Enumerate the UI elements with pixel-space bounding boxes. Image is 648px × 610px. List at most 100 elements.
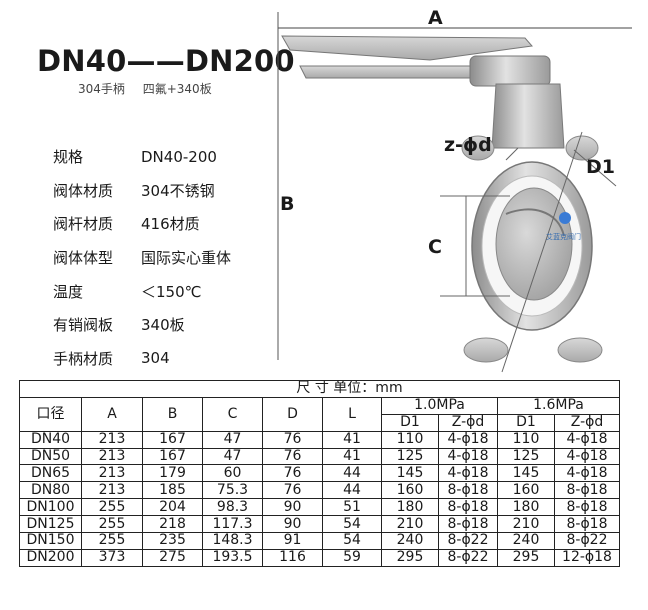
table-cell: 218 [142, 515, 203, 534]
table-cell: 4-ϕ18 [554, 447, 620, 466]
table-cell: 210 [497, 515, 555, 534]
spec-list: 规格 DN40-200 阀体材质 304不锈钢 阀杆材质 416材质 阀体体型 … [53, 140, 231, 375]
spec-row: 阀杆材质 416材质 [53, 207, 231, 241]
caliber-cell: DN125 [19, 515, 82, 534]
table-cell: 117.3 [202, 515, 263, 534]
dim-label-d1: D1 [586, 156, 615, 178]
table-cell: 185 [142, 481, 203, 500]
header-l: L [322, 396, 382, 432]
table-cell: 47 [202, 430, 263, 449]
table-cell: 75.3 [202, 481, 263, 500]
spec-label: 阀体体型 [53, 249, 114, 268]
table-cell: 240 [381, 532, 439, 550]
header-pressure-1: 1.0MPa [381, 396, 498, 415]
spec-value: 304不锈钢 [141, 181, 215, 200]
dim-label-a: A [428, 7, 443, 29]
table-cell: 193.5 [202, 548, 263, 567]
header-c: C [202, 396, 263, 432]
header-pressure-2: 1.6MPa [497, 396, 620, 415]
table-cell: 145 [381, 464, 439, 483]
watermark-text: 艾蓝克阀门 [546, 233, 581, 241]
table-cell: 8-ϕ18 [438, 515, 498, 534]
spec-row: 阀体体型 国际实心重体 [53, 241, 231, 275]
caliber-cell: DN100 [19, 498, 82, 517]
table-cell: 204 [142, 498, 203, 517]
table-cell: 167 [142, 430, 203, 449]
table-cell: 110 [381, 430, 439, 449]
watermark-drop-icon [559, 212, 571, 224]
table-cell: 275 [142, 548, 203, 567]
table-cell: 4-ϕ18 [438, 464, 498, 483]
table-cell: 44 [322, 464, 382, 483]
table-cell: 373 [81, 548, 143, 567]
spec-value: 国际实心重体 [141, 249, 232, 268]
dim-label-zd: z-ϕd [444, 134, 492, 156]
spec-label: 有销阀板 [53, 316, 114, 335]
table-cell: 8-ϕ18 [438, 481, 498, 500]
table-cell: 8-ϕ22 [438, 548, 498, 567]
table-cell: 110 [497, 430, 555, 449]
spec-value: ＜150℃ [141, 282, 202, 301]
table-cell: 41 [322, 447, 382, 466]
table-cell: 180 [497, 498, 555, 517]
table-unit-row: 尺 寸 单位：mm [19, 380, 620, 398]
spec-label: 手柄材质 [53, 349, 114, 368]
spec-value: 340板 [141, 316, 185, 335]
unit-cell: 尺 寸 单位：mm [19, 380, 620, 398]
table-cell: 76 [262, 430, 323, 449]
table-cell: 44 [322, 481, 382, 500]
product-title: DN40——DN200 [37, 44, 295, 78]
valve-drawing: A B C z-ϕd D1 艾蓝克阀门 [270, 0, 648, 380]
valve-disc [495, 187, 573, 301]
table-header-row: 口径 A B C D L 1.0MPa 1.6MPa [19, 396, 620, 432]
table-cell: 12-ϕ18 [554, 548, 620, 567]
table-cell: 255 [81, 515, 143, 534]
caliber-cell: DN200 [19, 548, 82, 567]
header-d: D [262, 396, 323, 432]
table-cell: 8-ϕ18 [554, 515, 620, 534]
table-cell: 240 [497, 532, 555, 550]
header-a: A [81, 396, 143, 432]
spec-label: 温度 [53, 282, 84, 301]
butterfly-valve-illustration [277, 12, 632, 373]
table-cell: 125 [381, 447, 439, 466]
table-cell: 76 [262, 481, 323, 500]
table-cell: 145 [497, 464, 555, 483]
table-cell: 98.3 [202, 498, 263, 517]
table-subheader-row: D1 Z-ϕd D1 Z-ϕd [20, 413, 620, 432]
table-cell: 54 [322, 515, 382, 534]
table-cell: 180 [381, 498, 439, 517]
table-cell: 295 [497, 548, 555, 567]
table-cell: 255 [81, 532, 143, 550]
dimension-table: 尺 寸 单位：mm 口径 A B C D L 1.0MPa 1.6MPa D1 … [19, 380, 620, 567]
valve-neck [491, 83, 565, 149]
dim-label-b: B [280, 193, 295, 215]
table-cell: 76 [262, 464, 323, 483]
spec-row: 温度 ＜150℃ [53, 274, 231, 308]
table-cell: 295 [381, 548, 439, 567]
spec-row: 手柄材质 304 [53, 342, 231, 376]
table-cell: 160 [381, 481, 439, 500]
dim-label-c: C [428, 236, 442, 258]
spec-value: 416材质 [141, 215, 200, 234]
table-cell: 41 [322, 430, 382, 449]
spec-row: 规格 DN40-200 [53, 140, 231, 174]
table-cell: 235 [142, 532, 203, 550]
table-cell: 76 [262, 447, 323, 466]
table-cell: 116 [262, 548, 323, 567]
table-cell: 213 [81, 447, 143, 466]
spec-value: DN40-200 [141, 147, 217, 166]
caliber-cell: DN40 [19, 430, 82, 449]
table-cell: 4-ϕ18 [438, 430, 498, 449]
table-cell: 210 [381, 515, 439, 534]
caliber-cell: DN150 [19, 532, 82, 550]
spec-label: 阀体材质 [53, 181, 114, 200]
table-cell: 91 [262, 532, 323, 550]
table-cell: 213 [81, 464, 143, 483]
spec-label: 阀杆材质 [53, 215, 114, 234]
